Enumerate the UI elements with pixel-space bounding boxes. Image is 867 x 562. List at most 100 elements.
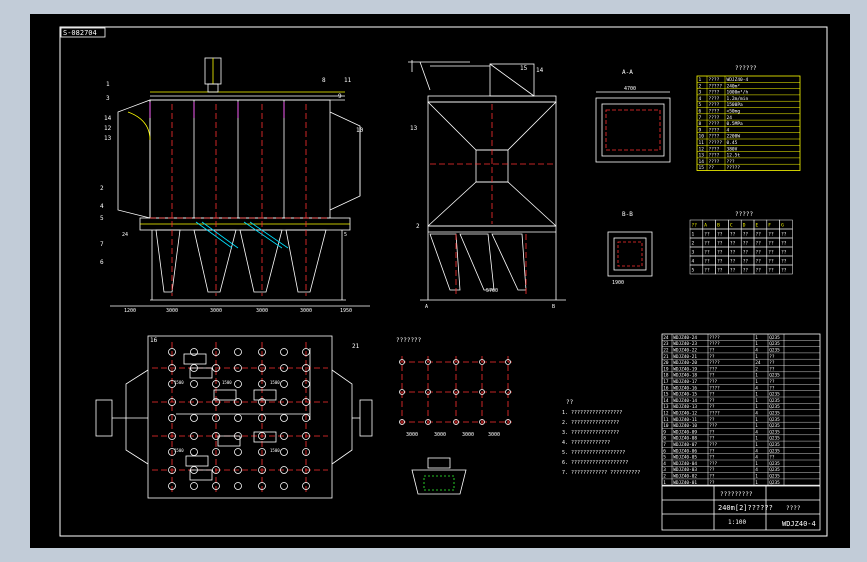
spec-table-cell: 10: [699, 134, 705, 140]
matrix-table-cell: ??: [717, 232, 723, 238]
bom-table-cell: 16: [663, 385, 669, 391]
front-label-10: 10: [356, 127, 364, 134]
front-dim-3: 3000: [256, 308, 268, 314]
filter-bag-hole: [190, 348, 198, 356]
spec-table-cell: ????: [709, 102, 720, 108]
matrix-table-cell: ??: [756, 250, 762, 256]
front-dim-left-1: 5: [344, 232, 347, 238]
bom-table-cell: WDJZ40-10: [673, 423, 697, 429]
foundation-pier: [479, 359, 485, 365]
bom-table-cell: ??: [709, 436, 715, 442]
spec-table-cell: ????: [709, 96, 720, 102]
bom-table-cell: ??: [709, 448, 715, 454]
title-qty: ?????????: [720, 491, 753, 498]
matrix-table-cell: ??: [704, 232, 710, 238]
spec-table: 1????WDJZ40-42?????240m²3????1000m³/h4??…: [696, 75, 801, 171]
filter-bag-hole: [234, 482, 242, 490]
spec-table-cell: 5: [699, 102, 702, 108]
bom-table-cell: ??: [709, 467, 715, 473]
detail-b-title: B-B: [622, 211, 633, 218]
bom-table-cell: ??: [769, 455, 775, 461]
bom-table-cell: ??: [769, 354, 775, 360]
front-label-5: 5: [100, 215, 104, 222]
filter-bag-hole: [168, 466, 176, 474]
drawing-area: [30, 14, 850, 548]
bom-table-cell: 1: [755, 398, 758, 404]
spec-table-cell: ????: [709, 90, 720, 96]
bom-table-cell: 1: [755, 373, 758, 379]
matrix-table-cell: ??: [768, 250, 774, 256]
filter-bag-hole: [212, 482, 220, 490]
foundation-pier: [479, 419, 485, 425]
bom-table-cell: 4: [755, 448, 758, 454]
front-label-1: 1: [106, 81, 110, 88]
bom-table-cell: Q235: [769, 398, 780, 404]
foundation-dim-0: 3000: [406, 432, 418, 438]
foundation-pier: [399, 389, 405, 395]
filter-bag-hole: [302, 348, 310, 356]
bom-table-cell: 12: [663, 411, 669, 417]
bom-table-cell: Q235: [769, 423, 780, 429]
bom-table-cell: ??: [709, 348, 715, 354]
foundation-grid: [400, 356, 512, 428]
foundation-pier: [479, 389, 485, 395]
matrix-table-cell: ??: [717, 241, 723, 247]
bom-table-cell: 2: [755, 366, 758, 372]
bom-table-cell: ???: [709, 366, 717, 372]
spec-table-cell: ????: [709, 153, 720, 159]
plan-valves: [183, 353, 277, 481]
filter-bag-hole: [302, 432, 310, 440]
matrix-table-cell: G: [781, 223, 784, 229]
bom-table-cell: WDJZ40-15: [673, 392, 697, 398]
detail-a-dim: 4700: [624, 86, 636, 92]
bom-table-cell: 21: [663, 354, 669, 360]
bom-table-cell: ??: [709, 354, 715, 360]
spec-table-cell: ????: [709, 115, 720, 121]
bom-table-cell: 13: [663, 404, 669, 410]
matrix-table-cell: D: [743, 223, 746, 229]
filter-bag-hole: [234, 414, 242, 422]
foundation-dim-2: 3000: [462, 432, 474, 438]
side-dim: 5700: [486, 288, 498, 294]
front-labels: 1 2 3 4 5 6 7 8 9 10 11 12 13 14: [100, 77, 364, 266]
filter-bag-hole: [280, 398, 288, 406]
front-label-9: 9: [338, 93, 342, 100]
detail-a: [595, 91, 671, 163]
spec-table-cell: 3: [699, 90, 702, 96]
spec-table-cell: 8: [699, 121, 702, 127]
filter-bag-hole: [302, 414, 310, 422]
bom-table-cell: 1: [755, 461, 758, 467]
spec-table-cell: ???: [727, 159, 735, 165]
title-main: 240m[2]??????: [718, 504, 773, 512]
filter-bag-hole: [302, 398, 310, 406]
filter-bag-hole: [280, 364, 288, 372]
bom-table-cell: WDJZ40-23: [673, 341, 697, 347]
matrix-table-cell: C: [730, 223, 733, 229]
bom-table-cell: 2: [663, 474, 666, 480]
bom-table-cell: WDJZ40-18: [673, 373, 697, 379]
foundation-title: ???????: [396, 337, 422, 344]
front-label-11: 11: [344, 77, 352, 84]
spec-table-cell: 4: [699, 96, 702, 102]
spec-table-cell: 24: [727, 115, 733, 121]
filter-bag-hole: [280, 414, 288, 422]
spec-table-cell: ????: [709, 159, 720, 165]
bom-table-cell: Q235: [769, 392, 780, 398]
matrix-table-cell: ??: [756, 241, 762, 247]
bom-table-cell: 15: [663, 392, 669, 398]
note-line-2: 2. ????????????????: [562, 420, 619, 426]
front-centerlines: [150, 104, 330, 296]
bom-table-cell: ??: [709, 392, 715, 398]
matrix-table-cell: ??: [768, 241, 774, 247]
bom-table-cell: Q235: [769, 467, 780, 473]
scale-tag-box: [60, 27, 106, 38]
bom-table-cell: WDJZ40-19: [673, 366, 697, 372]
matrix-table-cell: ??: [768, 268, 774, 274]
matrix-table-cell: ??: [730, 259, 736, 265]
front-dim-2: 3000: [210, 308, 222, 314]
plan-dim-3: 1500: [174, 448, 184, 453]
bom-table-cell: 18: [663, 373, 669, 379]
filter-bag-hole: [190, 448, 198, 456]
title-revision: 1:100: [728, 519, 746, 526]
bom-table-cell: ??: [769, 385, 775, 391]
